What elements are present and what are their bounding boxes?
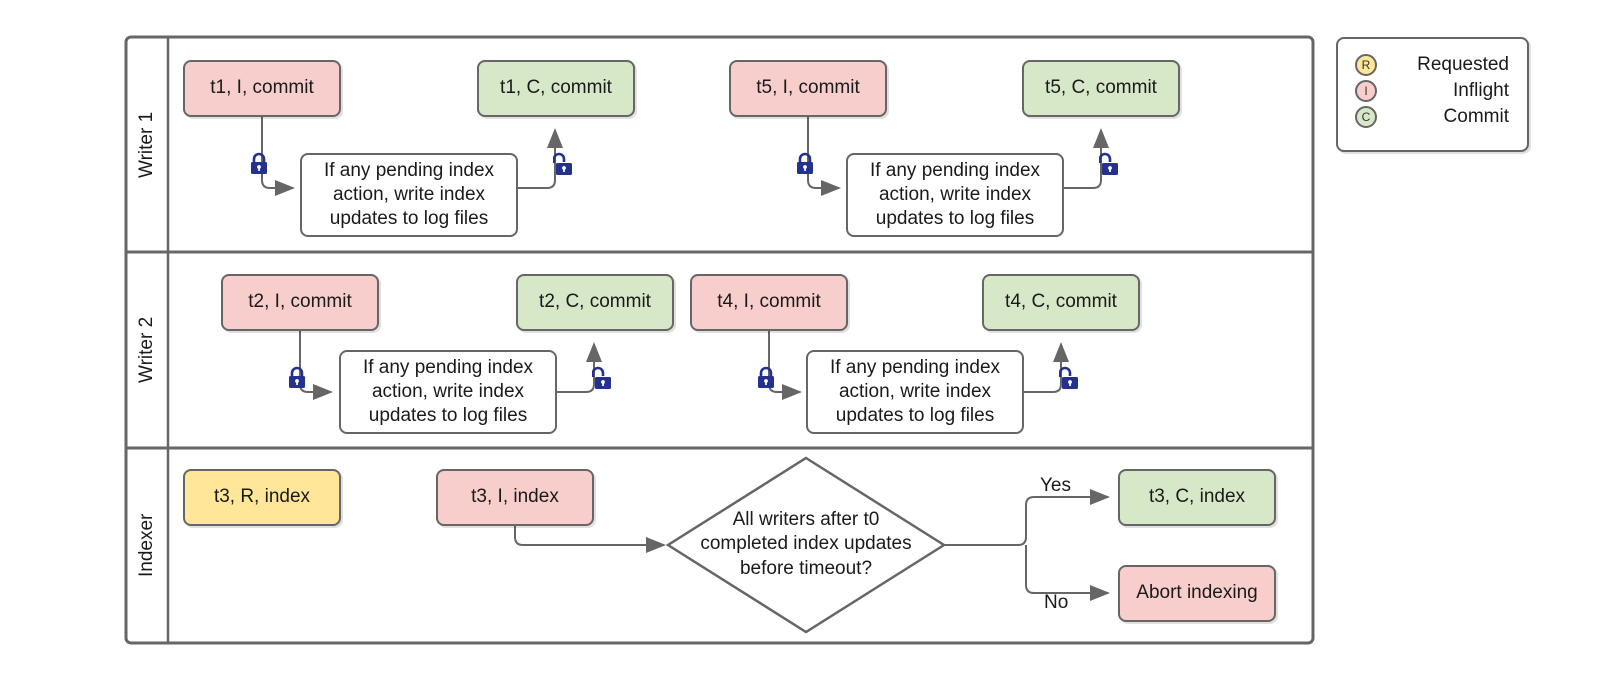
lane-label-writer-1: Writer 1 <box>136 111 157 178</box>
connector-w1-t5-inflight-to-task <box>807 117 841 196</box>
node-abort-indexing[interactable]: Abort indexing <box>1118 565 1276 622</box>
lock-closed-icon <box>248 152 270 176</box>
legend-label-commit: Commit <box>1443 106 1509 127</box>
edge-label-yes: Yes <box>1040 475 1071 496</box>
connector-w2-t4-task-to-commit <box>1024 342 1069 393</box>
legend-item-commit: C Commit <box>1355 104 1513 130</box>
connector-decision-no <box>1025 545 1110 601</box>
lock-open-icon <box>1098 152 1121 176</box>
connector-w2-t2-task-to-commit <box>557 342 602 393</box>
node-t4-index-task[interactable]: If any pending index action, write index… <box>806 350 1024 434</box>
lock-open-icon <box>591 366 614 390</box>
node-t4-inflight[interactable]: t4, I, commit <box>690 274 848 331</box>
lock-closed-icon <box>755 366 777 390</box>
node-t2-inflight[interactable]: t2, I, commit <box>221 274 379 331</box>
legend-badge-requested: R <box>1355 54 1377 76</box>
connector-w1-t1-inflight-to-task <box>261 117 295 196</box>
node-t1-inflight[interactable]: t1, I, commit <box>183 60 341 117</box>
connector-w1-t5-task-to-commit <box>1064 128 1109 189</box>
lock-open-icon <box>1058 366 1081 390</box>
connector-w1-t1-task-to-commit <box>518 128 563 189</box>
swimlane-pool <box>124 35 1315 645</box>
node-t5-index-task[interactable]: If any pending index action, write index… <box>846 153 1064 237</box>
node-t4-commit[interactable]: t4, C, commit <box>982 274 1140 331</box>
lane-label-indexer: Indexer <box>136 513 157 578</box>
legend-label-requested: Requested <box>1417 54 1509 75</box>
edge-label-no: No <box>1044 592 1069 613</box>
node-t3-commit[interactable]: t3, C, index <box>1118 469 1276 526</box>
legend-label-inflight: Inflight <box>1453 80 1509 101</box>
node-t3-inflight[interactable]: t3, I, index <box>436 469 594 526</box>
node-t2-index-task[interactable]: If any pending index action, write index… <box>339 350 557 434</box>
legend-badge-inflight: I <box>1355 80 1377 102</box>
legend-item-requested: R Requested <box>1355 52 1513 78</box>
connector-indexer-inflight-to-decision <box>514 525 666 553</box>
legend-badge-commit: C <box>1355 106 1377 128</box>
node-t3-requested[interactable]: t3, R, index <box>183 469 341 526</box>
node-t2-commit[interactable]: t2, C, commit <box>516 274 674 331</box>
legend-panel: R Requested I Inflight C Commit <box>1336 37 1529 152</box>
node-t1-commit[interactable]: t1, C, commit <box>477 60 635 117</box>
lane-label-writer-2: Writer 2 <box>136 316 157 384</box>
connector-decision-yes <box>944 489 1110 546</box>
legend-item-inflight: I Inflight <box>1355 78 1513 104</box>
node-t5-commit[interactable]: t5, C, commit <box>1022 60 1180 117</box>
lock-closed-icon <box>286 366 308 390</box>
decision-diamond <box>665 456 947 634</box>
node-t1-index-task[interactable]: If any pending index action, write index… <box>300 153 518 237</box>
lock-open-icon <box>552 152 575 176</box>
lock-closed-icon <box>794 152 816 176</box>
node-t5-inflight[interactable]: t5, I, commit <box>729 60 887 117</box>
